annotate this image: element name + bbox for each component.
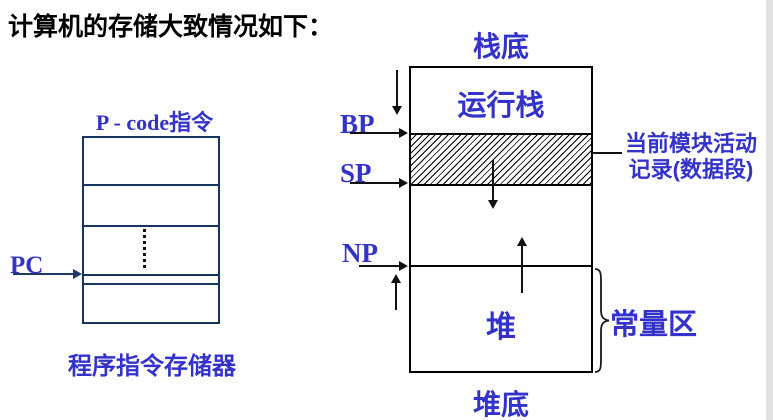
heap-bottom-label: 堆底 <box>472 389 529 420</box>
instruction-row-divider <box>84 283 218 285</box>
heap-label: 堆 <box>486 311 516 344</box>
heap-top-boundary-line <box>411 265 591 267</box>
constant-area-label: 常量区 <box>610 309 698 341</box>
constant-area-brace-icon <box>594 268 610 373</box>
activation-record-label-line2: 记录(数据段) <box>628 157 754 182</box>
instruction-row-divider <box>84 184 218 186</box>
runtime-memory-box <box>409 66 593 373</box>
bp-register-label: BP <box>340 109 375 139</box>
activation-record-label: 当前模块活动 记录(数据段) <box>616 131 766 183</box>
pcode-header-label: P - code指令 <box>62 105 247 137</box>
activation-record-label-line1: 当前模块活动 <box>624 131 757 156</box>
slide-title: 计算机的存储大致情况如下： <box>8 13 334 41</box>
instruction-memory-caption: 程序指令存储器 <box>68 353 236 380</box>
pcode-header-text: P - code指令 <box>95 110 214 135</box>
instruction-row-divider <box>84 274 218 276</box>
ellipsis-dotted-line-icon <box>143 229 146 269</box>
instruction-row-divider <box>84 225 218 227</box>
activation-record-hatched-region <box>409 133 593 186</box>
stack-bottom-label: 栈底 <box>472 31 529 62</box>
slide-edge-gray-band <box>766 0 773 420</box>
instruction-memory-box <box>82 136 220 324</box>
running-stack-label: 运行栈 <box>457 90 545 122</box>
pc-register-label: PC <box>10 252 44 279</box>
activation-record-callout-line <box>593 152 622 154</box>
np-register-label: NP <box>342 238 378 268</box>
sp-register-label: SP <box>340 158 372 188</box>
